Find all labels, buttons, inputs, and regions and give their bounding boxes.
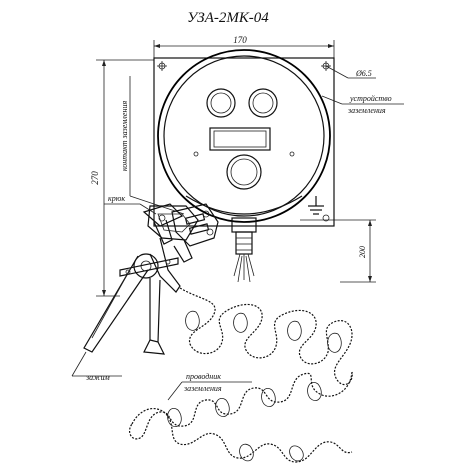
ground-symbol-icon [308,196,324,215]
clamp-label: зажим [85,373,110,382]
wire-label-1: проводник [186,372,221,381]
hole-callout: Ø6.5 [325,65,376,79]
width-dimension: 170 [153,35,335,58]
latch-callout: крюк [104,194,157,215]
grounding-contact-callout: контакт заземления [120,76,185,215]
height-dimension: 270 [90,59,154,297]
offset-dimension: 200 [300,219,376,283]
latch-label: крюк [108,194,125,203]
height-dimension-value: 270 [90,171,100,185]
width-dimension-value: 170 [233,35,247,45]
mounting-plate [153,57,335,227]
grounding-device-callout: устройство заземления [321,94,404,115]
grounding-contact-block [171,203,219,247]
latch [142,203,184,245]
offset-dimension-value: 200 [358,246,367,258]
wire-label-2: заземления [183,384,222,393]
grounding-wire-coil [128,287,353,463]
grounding-device-label-1: устройство [349,94,392,103]
clamp [83,205,199,355]
wire-callout: проводник заземления [167,372,252,401]
grounding-device-label-2: заземления [347,106,386,115]
device-housing [157,49,331,223]
cable-gland [231,217,257,283]
grounding-contact-label: контакт заземления [120,101,129,172]
drawing-title: УЗА-2МК-04 [187,10,269,26]
hole-dimension-value: Ø6.5 [355,69,372,78]
clamp-callout: зажим [71,351,122,382]
